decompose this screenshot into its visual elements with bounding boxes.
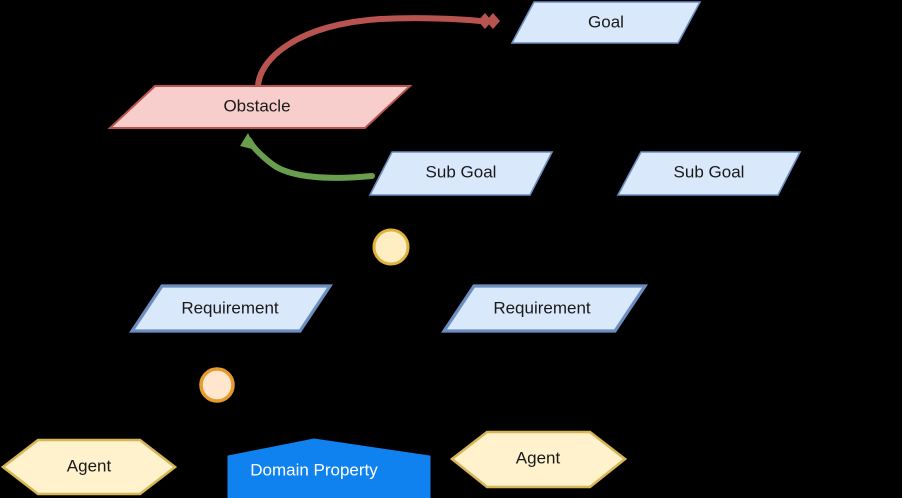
node-requirement-1-label: Requirement xyxy=(181,298,279,317)
node-agent-2[interactable]: Agent xyxy=(449,430,628,489)
node-goal[interactable]: Goal xyxy=(510,1,702,44)
node-goal-label: Goal xyxy=(588,12,624,31)
node-subgoal-2-label: Sub Goal xyxy=(674,162,745,181)
node-domain-property[interactable]: Domain Property xyxy=(227,438,431,498)
node-obstacle[interactable]: Obstacle xyxy=(107,85,413,129)
node-agent-1[interactable]: Agent xyxy=(0,438,178,496)
node-subgoal-1-label: Sub Goal xyxy=(426,162,497,181)
node-requirement-2[interactable]: Requirement xyxy=(441,284,648,333)
node-agent-2-label: Agent xyxy=(516,448,561,467)
node-subgoal-2[interactable]: Sub Goal xyxy=(616,151,802,196)
node-agent-1-label: Agent xyxy=(67,456,112,475)
node-refinement-1[interactable] xyxy=(372,228,410,266)
node-domain-property-label: Domain Property xyxy=(250,460,378,479)
edge-resolution xyxy=(240,133,375,181)
node-obstacle-label: Obstacle xyxy=(223,96,290,115)
node-refinement-2[interactable] xyxy=(199,367,235,403)
node-requirement-1[interactable]: Requirement xyxy=(129,284,333,333)
edge-obstruction xyxy=(255,13,500,91)
obstruction-marker-icon xyxy=(478,13,500,29)
node-requirement-2-label: Requirement xyxy=(493,298,591,317)
node-subgoal-1[interactable]: Sub Goal xyxy=(368,151,554,196)
arrowhead-icon xyxy=(240,133,256,150)
